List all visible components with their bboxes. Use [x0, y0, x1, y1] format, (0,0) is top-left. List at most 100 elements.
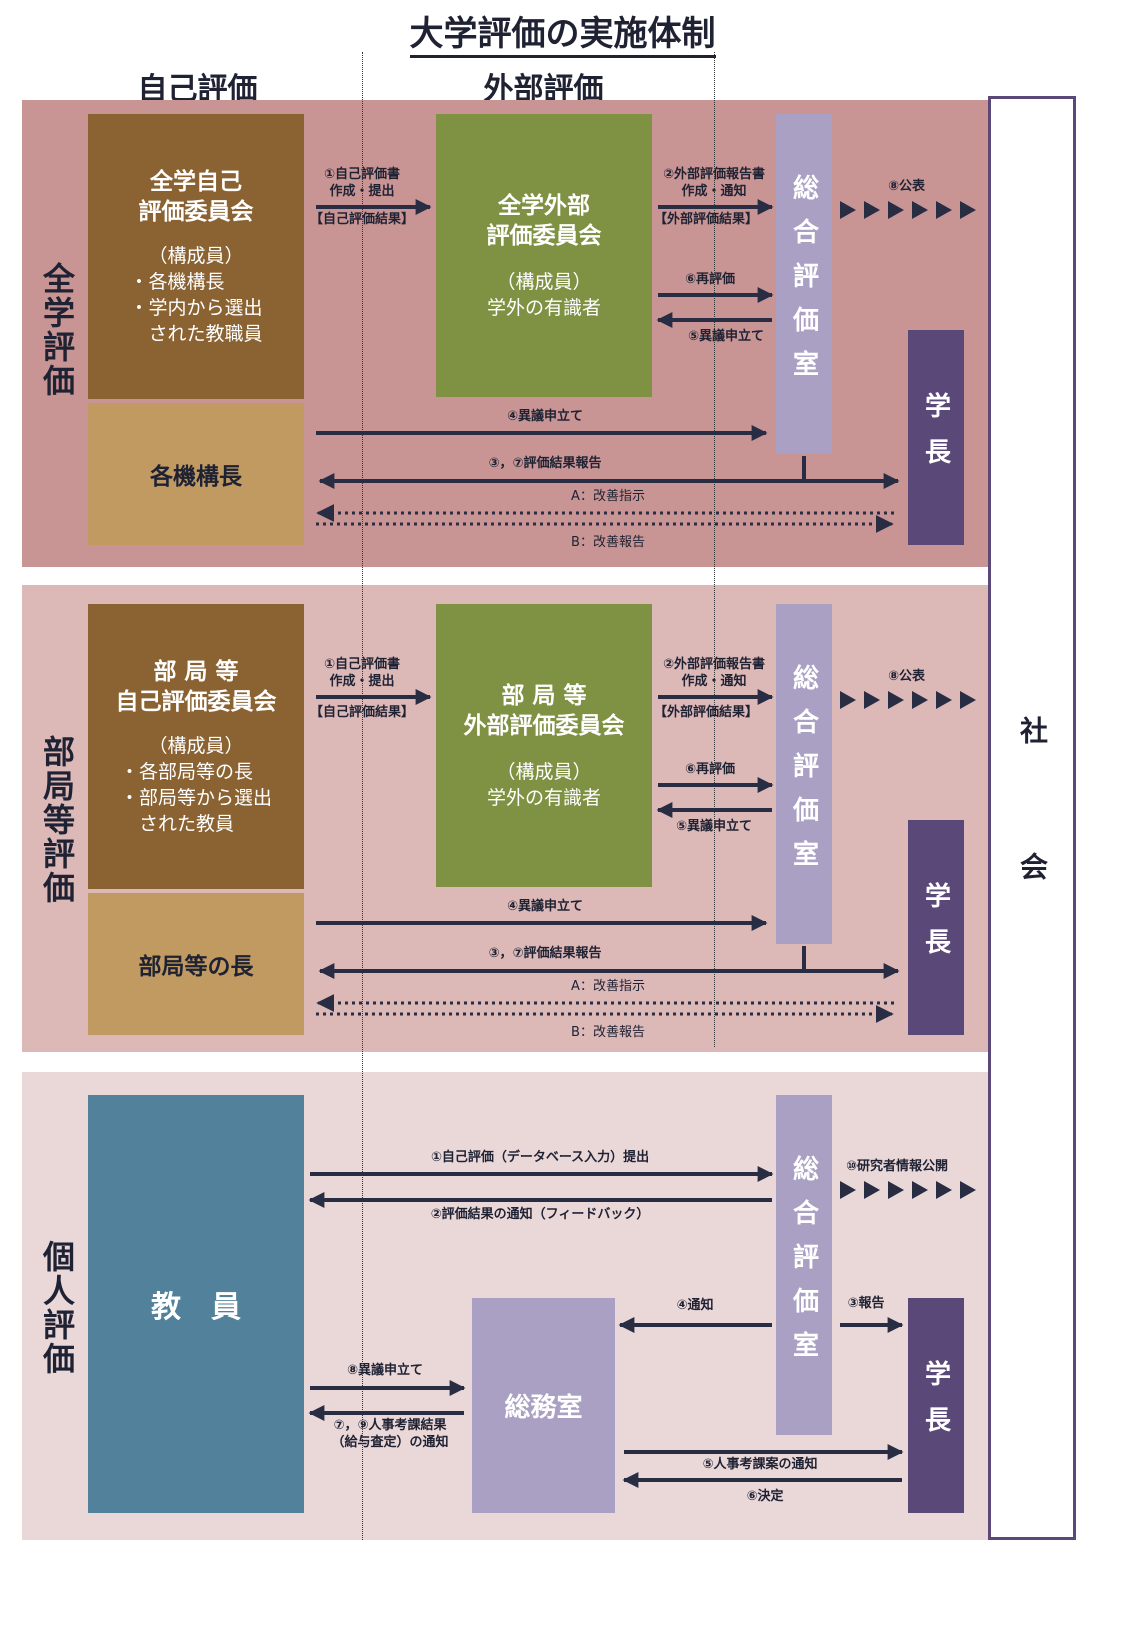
label-objection-dept: ④異議申立て: [506, 409, 583, 424]
office-label: 総合評価室: [788, 1155, 819, 1375]
publication-arrowhead: [960, 691, 976, 709]
publication-arrowhead: [888, 201, 904, 219]
members-line: 学外の有識者: [486, 786, 601, 809]
section-label-university: 全学評価: [38, 262, 76, 398]
publication-arrowhead: [840, 691, 856, 709]
members-line: 学外の有識者: [486, 296, 601, 319]
label-researcher-info: ⑩研究者情報公開: [846, 1159, 949, 1174]
publication-arrowhead: [960, 201, 976, 219]
member-item: ・各部局等の長: [119, 760, 253, 783]
publication-arrowhead: [936, 201, 952, 219]
label-improvement-report: B：改善報告: [571, 535, 645, 550]
label-objection-dept: ④異議申立て: [506, 899, 583, 914]
faculty-label: 教 員: [151, 1290, 241, 1325]
publication-arrowhead: [840, 201, 856, 219]
sub-box-label: 部局等の長: [138, 954, 254, 980]
publication-arrowhead: [912, 1181, 928, 1199]
label-self-result: 【自己評価結果】: [309, 705, 414, 720]
publication-arrowhead: [936, 691, 952, 709]
publication-arrowheads: [840, 201, 976, 1199]
committee-title-line2: 自己評価委員会: [115, 688, 277, 715]
committee-title-line2: 外部評価委員会: [463, 712, 625, 739]
faculty-box: 教 員: [88, 1095, 304, 1513]
publication-arrowhead: [840, 1181, 856, 1199]
department-external-committee: 部 局 等 外部評価委員会 （構成員） 学外の有識者: [436, 604, 652, 887]
member-item: ・学内から選出: [129, 296, 263, 319]
committee-title-line1: 部 局 等: [153, 658, 239, 685]
committee-title-line2: 評価委員会: [486, 222, 602, 249]
individual-evaluation-office: 総合評価室: [776, 1095, 832, 1435]
publication-arrowhead: [864, 691, 880, 709]
label-decision: ⑥決定: [746, 1489, 784, 1504]
general-affairs-label: 総務室: [504, 1393, 583, 1423]
office-label: 総合評価室: [788, 664, 819, 884]
label-self-report: ①自己評価書 作成・提出: [323, 167, 400, 199]
label-self-report: ①自己評価書 作成・提出: [323, 657, 400, 689]
publication-arrowhead: [960, 1181, 976, 1199]
publication-arrowhead: [912, 691, 928, 709]
members-heading: （構成員）: [148, 244, 244, 267]
label-improvement-order: A：改善指示: [571, 979, 645, 994]
label-reevaluation: ⑥再評価: [684, 762, 735, 777]
publication-arrowhead: [936, 1181, 952, 1199]
label-objection: ⑧異議申立て: [346, 1363, 423, 1378]
label-objection: ⑤異議申立て: [687, 329, 764, 344]
label-personnel-result: ⑦，⑨人事考課結果 （給与査定）の通知: [331, 1418, 449, 1450]
label-result-report: ③，⑦評価結果報告: [488, 946, 602, 961]
arrows-individual: [308, 1166, 904, 1488]
label-result-feedback: ②評価結果の通知（フィードバック）: [430, 1207, 650, 1222]
committee-title-line1: 部 局 等: [501, 682, 587, 709]
label-result-report: ③，⑦評価結果報告: [488, 456, 602, 471]
society-label: 社 会: [1016, 716, 1049, 920]
sub-box-label: 各機構長: [150, 464, 242, 490]
committee-title-line2: 評価委員会: [138, 198, 254, 225]
committee-title-line1: 全学自己: [150, 168, 242, 195]
member-item: ・各機構長: [129, 270, 225, 293]
members-heading: （構成員）: [148, 734, 244, 757]
general-affairs-box: 総務室: [472, 1298, 615, 1513]
university-external-committee: 全学外部 評価委員会 （構成員） 学外の有識者: [436, 114, 652, 397]
section-label-individual: 個人評価: [38, 1240, 76, 1376]
section-label-department: 部局等評価: [38, 735, 76, 905]
label-personnel-draft: ⑤人事考課案の通知: [702, 1457, 818, 1472]
president-label: 学長: [920, 881, 951, 974]
president-label: 学長: [920, 391, 951, 484]
label-objection: ⑤異議申立て: [675, 819, 752, 834]
individual-president: 学長: [908, 1298, 964, 1513]
department-president: 学長: [908, 820, 964, 1035]
publication-arrowhead: [912, 201, 928, 219]
office-label: 総合評価室: [788, 174, 819, 394]
members-heading: （構成員）: [496, 270, 592, 293]
publication-arrowhead: [888, 1181, 904, 1199]
label-improvement-order: A：改善指示: [571, 489, 645, 504]
department-sub-box: 部局等の長: [88, 893, 304, 1035]
member-item: された教員: [119, 812, 234, 835]
arrows-department: [316, 689, 900, 1023]
label-notice: ④通知: [676, 1298, 714, 1313]
committee-title-line1: 全学外部: [498, 192, 590, 219]
arrows-university: [316, 199, 900, 533]
university-president: 学長: [908, 330, 964, 545]
society-box: 社 会: [988, 96, 1076, 1540]
label-self-eval-submit: ①自己評価（データベース入力）提出: [430, 1150, 650, 1165]
label-self-result: 【自己評価結果】: [309, 212, 414, 227]
label-external-report: ②外部評価報告書 作成・通知: [662, 167, 765, 199]
member-item: ・部局等から選出: [119, 786, 272, 809]
label-external-result: 【外部評価結果】: [653, 705, 758, 720]
label-publication: ⑧公表: [888, 669, 926, 684]
label-external-report: ②外部評価報告書 作成・通知: [662, 657, 765, 689]
label-reevaluation: ⑥再評価: [684, 272, 735, 287]
university-self-committee: 全学自己 評価委員会 （構成員） ・各機構長 ・学内から選出 された教職員: [88, 114, 304, 399]
label-report: ③報告: [847, 1296, 885, 1311]
label-external-result: 【外部評価結果】: [653, 212, 758, 227]
president-label: 学長: [920, 1359, 951, 1452]
university-evaluation-office: 総合評価室: [776, 114, 832, 454]
guide-line-self: [362, 52, 363, 1540]
university-sub-box: 各機構長: [88, 403, 304, 545]
members-heading: （構成員）: [496, 760, 592, 783]
guide-line-external: [714, 52, 715, 1047]
publication-arrowhead: [864, 1181, 880, 1199]
label-improvement-report: B：改善報告: [571, 1025, 645, 1040]
department-self-committee: 部 局 等 自己評価委員会 （構成員） ・各部局等の長 ・部局等から選出 された…: [88, 604, 304, 889]
